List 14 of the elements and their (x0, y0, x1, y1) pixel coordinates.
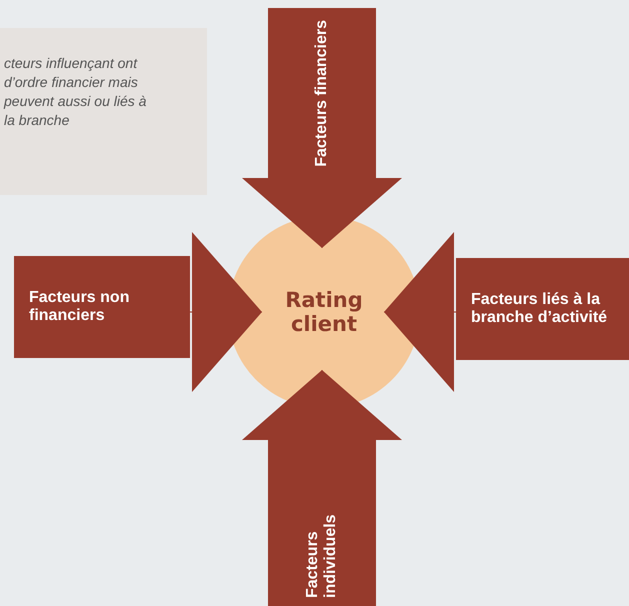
arrow-head (242, 370, 402, 440)
node-label: Facteurs non financiers (29, 289, 130, 325)
node-label: Rating client (284, 288, 364, 336)
block-arrow-shaft (268, 440, 376, 606)
arrow-head (384, 232, 456, 392)
block-arrow-shaft (456, 258, 629, 360)
block-arrow-shaft (268, 8, 376, 178)
block-arrow-shaft (14, 256, 190, 358)
arrow-head (190, 232, 262, 392)
note-text: cteurs influençant ont d’ordre financier mais peuvent aussi ou liés à la branche (4, 54, 148, 130)
node-label: Facteurs liés à la branche d’activité (471, 291, 608, 327)
node-label: Facteurs individuels (304, 513, 340, 598)
arrow-head (242, 178, 402, 248)
node-label: Facteurs financiers (313, 20, 331, 166)
